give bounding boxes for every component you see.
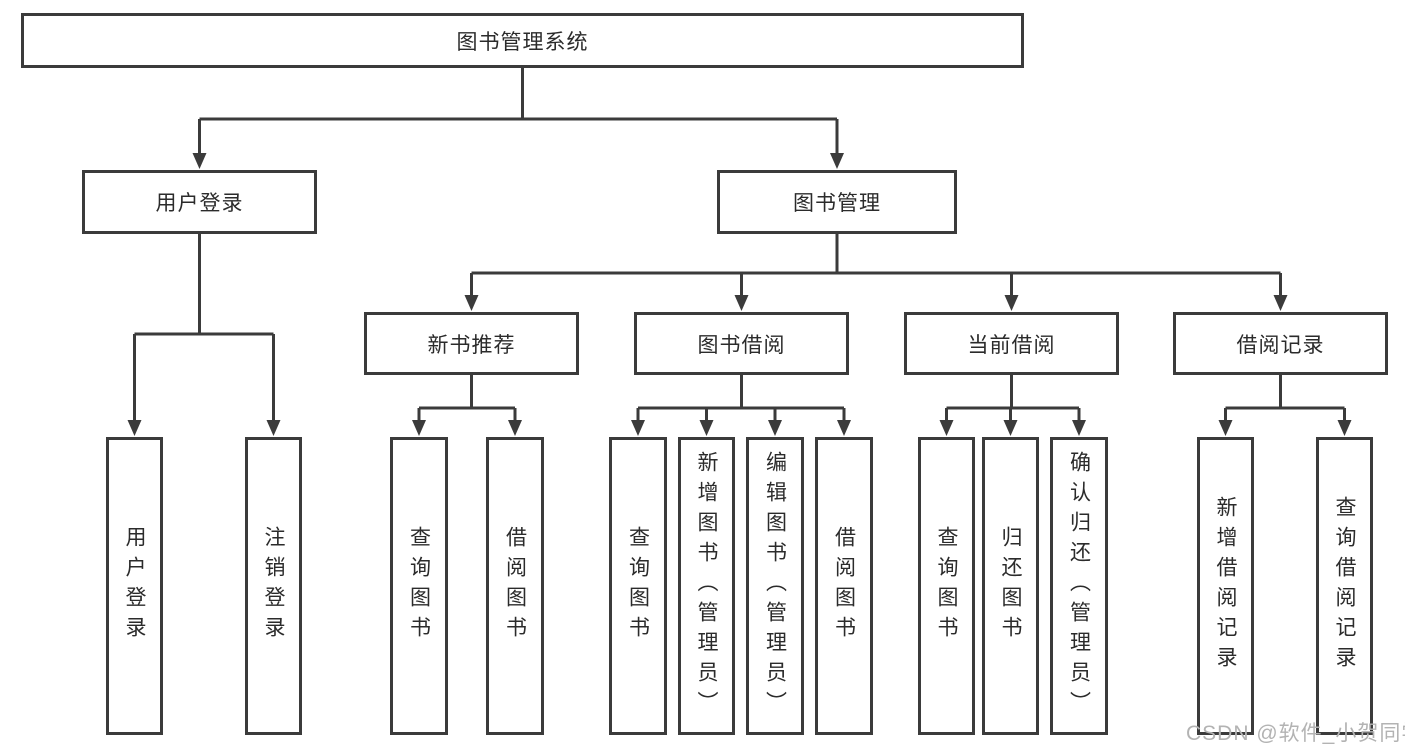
arrowhead	[939, 420, 954, 436]
node-book-borrow: 图书借阅	[634, 312, 849, 375]
node-user-login: 用户登录	[82, 170, 317, 234]
arrowhead	[1003, 420, 1018, 436]
node-label: 图书借阅	[697, 333, 786, 357]
arrowhead	[127, 420, 142, 436]
node-label: 编辑图书（管理员）	[763, 451, 787, 721]
node-borrow-record: 借阅记录	[1173, 312, 1388, 375]
arrowhead	[1218, 420, 1233, 436]
node-new-book-rec: 新书推荐	[364, 312, 579, 375]
node-logout-leaf: 注销登录	[245, 437, 302, 735]
node-label: 借阅图书	[832, 526, 856, 646]
arrowhead	[266, 420, 281, 436]
node-current-borrow: 当前借阅	[904, 312, 1119, 375]
arrowhead	[837, 420, 851, 436]
arrowhead	[1337, 420, 1352, 436]
arrowhead	[412, 420, 426, 436]
node-label: 注销登录	[262, 526, 285, 646]
node-add-book: 新增图书（管理员）	[678, 437, 735, 735]
node-label: 借阅记录	[1236, 333, 1325, 357]
arrowhead	[1273, 295, 1288, 311]
node-root: 图书管理系统	[21, 13, 1024, 68]
node-label: 确认归还（管理员）	[1067, 451, 1091, 721]
node-label: 查询图书	[935, 526, 958, 646]
node-book-mgmt: 图书管理	[717, 170, 957, 234]
node-return-book: 归还图书	[982, 437, 1039, 735]
watermark: CSDN @软件_小贺同学	[1186, 722, 1405, 745]
node-search-book-1: 查询图书	[390, 437, 448, 735]
arrowhead	[830, 153, 844, 169]
node-label: 用户登录	[123, 526, 146, 646]
node-borrow-book-1: 借阅图书	[486, 437, 544, 735]
connector-path	[133, 68, 1346, 422]
node-label: 当前借阅	[967, 333, 1056, 357]
node-confirm-return: 确认归还（管理员）	[1050, 437, 1108, 735]
node-search-borrow-record: 查询借阅记录	[1316, 437, 1373, 735]
arrowhead	[1004, 295, 1019, 311]
node-label: 图书管理系统	[456, 30, 589, 54]
node-edit-book: 编辑图书（管理员）	[746, 437, 804, 735]
arrowhead	[192, 153, 207, 169]
node-label: 新书推荐	[427, 333, 516, 357]
node-label: 新增图书（管理员）	[695, 451, 718, 721]
node-user-login-leaf: 用户登录	[106, 437, 163, 735]
arrowhead	[734, 295, 749, 311]
node-label: 图书管理	[793, 192, 881, 215]
node-label: 查询图书	[626, 526, 650, 646]
node-label: 查询借阅记录	[1333, 496, 1356, 676]
arrowhead	[464, 295, 479, 311]
node-search-book-2: 查询图书	[609, 437, 667, 735]
arrowhead	[631, 420, 645, 436]
node-label: 归还图书	[999, 526, 1022, 646]
node-label: 用户登录	[155, 192, 244, 215]
node-add-borrow-record: 新增借阅记录	[1197, 437, 1254, 735]
arrowhead	[508, 420, 522, 436]
node-label: 借阅图书	[503, 526, 527, 646]
arrowhead	[768, 420, 782, 436]
node-label: 新增借阅记录	[1214, 496, 1237, 676]
node-search-book-3: 查询图书	[918, 437, 975, 735]
node-borrow-book-2: 借阅图书	[815, 437, 873, 735]
arrowhead	[699, 420, 714, 436]
arrowhead	[1072, 420, 1086, 436]
node-label: 查询图书	[407, 526, 431, 646]
